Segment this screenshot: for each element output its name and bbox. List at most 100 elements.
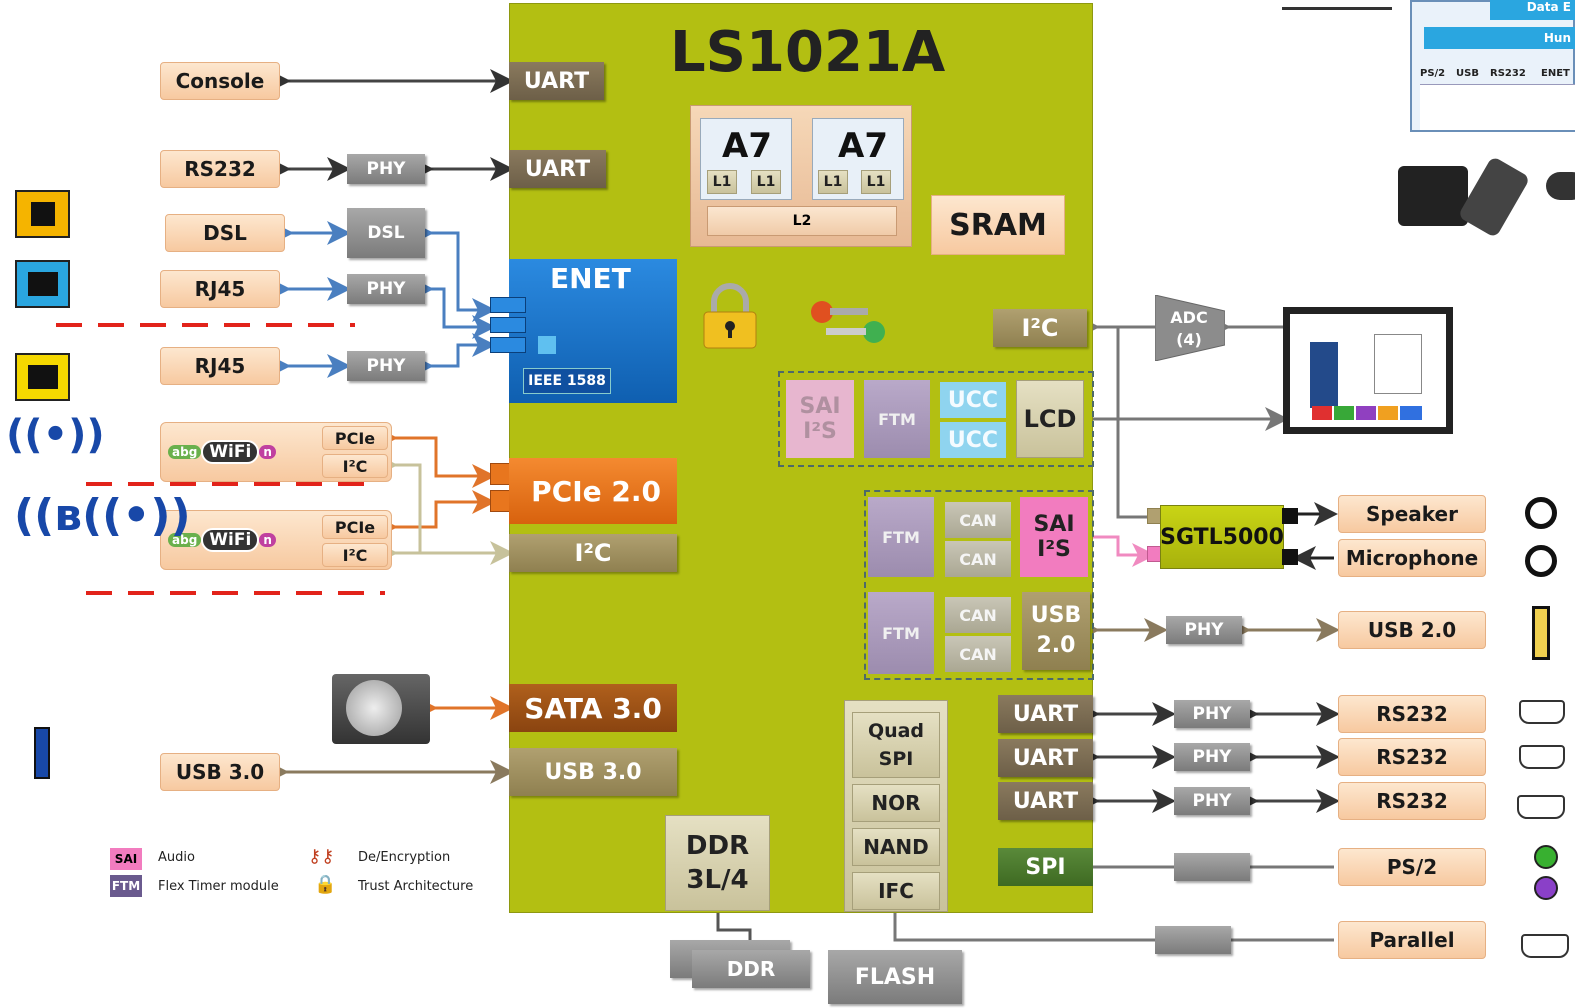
- phy-box: PHY: [347, 351, 425, 381]
- l1-cache: L1: [707, 170, 737, 194]
- flash-memory: FLASH: [828, 950, 962, 1004]
- enet-port: [490, 297, 526, 313]
- wifi-standard: n: [259, 533, 276, 547]
- panel-port-ps2: PS/2: [1420, 68, 1446, 79]
- wifi-text: WiFi: [201, 528, 260, 552]
- panel-data-label: Data E: [1490, 0, 1575, 20]
- nor-block: NOR: [852, 784, 940, 822]
- keys-icon: [811, 301, 885, 343]
- enet-port: [490, 337, 526, 353]
- usb30-block: USB 3.0: [509, 748, 677, 796]
- wifi-logo: abg WiFi n: [168, 524, 306, 556]
- i2s-label: I²S: [803, 419, 837, 444]
- can-block: CAN: [945, 502, 1011, 538]
- l1-cache: L1: [861, 170, 891, 194]
- ifc-block: IFC: [852, 872, 940, 910]
- parallel-controller-box: [1155, 926, 1231, 954]
- spi-block: SPI: [998, 848, 1093, 886]
- enet-port: [490, 317, 526, 333]
- sgtl-port: [1147, 508, 1161, 524]
- core-a7-2-label: A7: [838, 126, 888, 166]
- serial-port-icon: [1519, 700, 1565, 724]
- i2s-label: I²S: [1037, 537, 1071, 562]
- ps2-box: PS/2: [1338, 848, 1486, 886]
- phy-box: PHY: [347, 154, 425, 184]
- rs232-box-r3: RS232: [1338, 782, 1486, 820]
- speaker-box: Speaker: [1338, 495, 1486, 533]
- parallel-port-icon: [1521, 934, 1569, 958]
- phy-box: PHY: [1166, 616, 1242, 644]
- i2c-port-1: I²C: [322, 454, 388, 478]
- i2c-block-right: I²C: [993, 309, 1087, 347]
- phy-box: PHY: [1174, 700, 1250, 728]
- enet-module-icon: [538, 336, 556, 354]
- usb20-box: USB 2.0: [1338, 611, 1486, 649]
- panel-port-usb: USB: [1456, 68, 1479, 79]
- ethernet-port-icon: [15, 260, 70, 308]
- panel-connectors: [1420, 84, 1575, 130]
- legend-lock-icon: 🔒: [314, 874, 337, 895]
- cable-fragment: [1282, 0, 1392, 10]
- ucc-block-2: UCC: [940, 422, 1006, 458]
- lcd-block: LCD: [1016, 380, 1084, 458]
- pcie-block: PCIe 2.0: [509, 458, 677, 524]
- rs232-box-r2: RS232: [1338, 738, 1486, 776]
- ftm-block-3: FTM: [868, 592, 934, 674]
- adc-label: ADC: [1170, 308, 1207, 327]
- l1-cache: L1: [818, 170, 848, 194]
- adc-count: (4): [1176, 330, 1202, 349]
- can-block: CAN: [945, 541, 1011, 577]
- uart-block-2: UART: [509, 150, 606, 188]
- audio-in-port: [1282, 549, 1298, 565]
- console-box: Console: [160, 62, 280, 100]
- quad-spi-block: Quad SPI: [852, 712, 940, 778]
- l2-cache: L2: [707, 206, 897, 236]
- serial-port-icon: [1517, 795, 1565, 819]
- sram-block: SRAM: [931, 195, 1065, 255]
- ethernet-port-icon: [15, 353, 70, 401]
- audio-jack-icon: [1525, 545, 1557, 577]
- microphone-box: Microphone: [1338, 539, 1486, 577]
- display-audio-group: [778, 371, 1094, 467]
- core-a7-1-label: A7: [722, 126, 772, 166]
- serial-port-icon: [1519, 745, 1565, 769]
- sai-label: SAI: [1033, 512, 1075, 537]
- sai-label: SAI: [799, 394, 841, 419]
- usb-port-icon: [1532, 606, 1550, 660]
- legend-trust: Trust Architecture: [358, 879, 474, 894]
- legend-keys-icon: ⚷⚷: [308, 846, 335, 867]
- ps2-keyboard-icon: [1534, 876, 1558, 900]
- pos-devices-image: [1398, 152, 1575, 239]
- rs232-box-left: RS232: [160, 150, 280, 188]
- wifi-standard: abg: [168, 533, 202, 547]
- sgtl5000-codec: SGTL5000: [1160, 505, 1284, 569]
- panel-port-rs232: RS232: [1490, 68, 1526, 79]
- phy-box: PHY: [347, 274, 425, 304]
- ethernet-port-icon: [15, 190, 70, 238]
- dsl-phy-box: DSL: [347, 208, 425, 258]
- rj45-box-2: RJ45: [160, 347, 280, 385]
- ftm-block-1: FTM: [864, 380, 930, 458]
- l1-cache: L1: [751, 170, 781, 194]
- bluetooth-wireless-icon: ((ʙ((•)): [14, 490, 191, 541]
- pcie-port-2: PCIe: [322, 515, 388, 539]
- i2c-port-2: I²C: [322, 543, 388, 567]
- legend-sai-swatch: SAI: [110, 848, 142, 870]
- hard-drive-icon: [332, 674, 430, 744]
- phy-box: PHY: [1174, 743, 1250, 771]
- uart-block-1: UART: [509, 62, 604, 100]
- sata-block: SATA 3.0: [509, 684, 677, 732]
- usb30-box: USB 3.0: [160, 753, 280, 791]
- audio-jack-icon: [1525, 497, 1557, 529]
- chip-title: LS1021A: [670, 20, 946, 85]
- can-usb-group: [864, 490, 1094, 680]
- pcie-port-1: PCIe: [322, 426, 388, 450]
- sgtl-port: [1147, 546, 1161, 562]
- can-block: CAN: [945, 636, 1011, 672]
- wifi-logo: abg WiFi n: [168, 436, 306, 468]
- audio-out-port: [1282, 508, 1298, 524]
- uart-block-r1: UART: [998, 695, 1093, 733]
- ddr-memory: DDR: [692, 950, 810, 988]
- touchscreen-display: [1283, 307, 1453, 434]
- panel-hum-label: Hun: [1424, 27, 1575, 49]
